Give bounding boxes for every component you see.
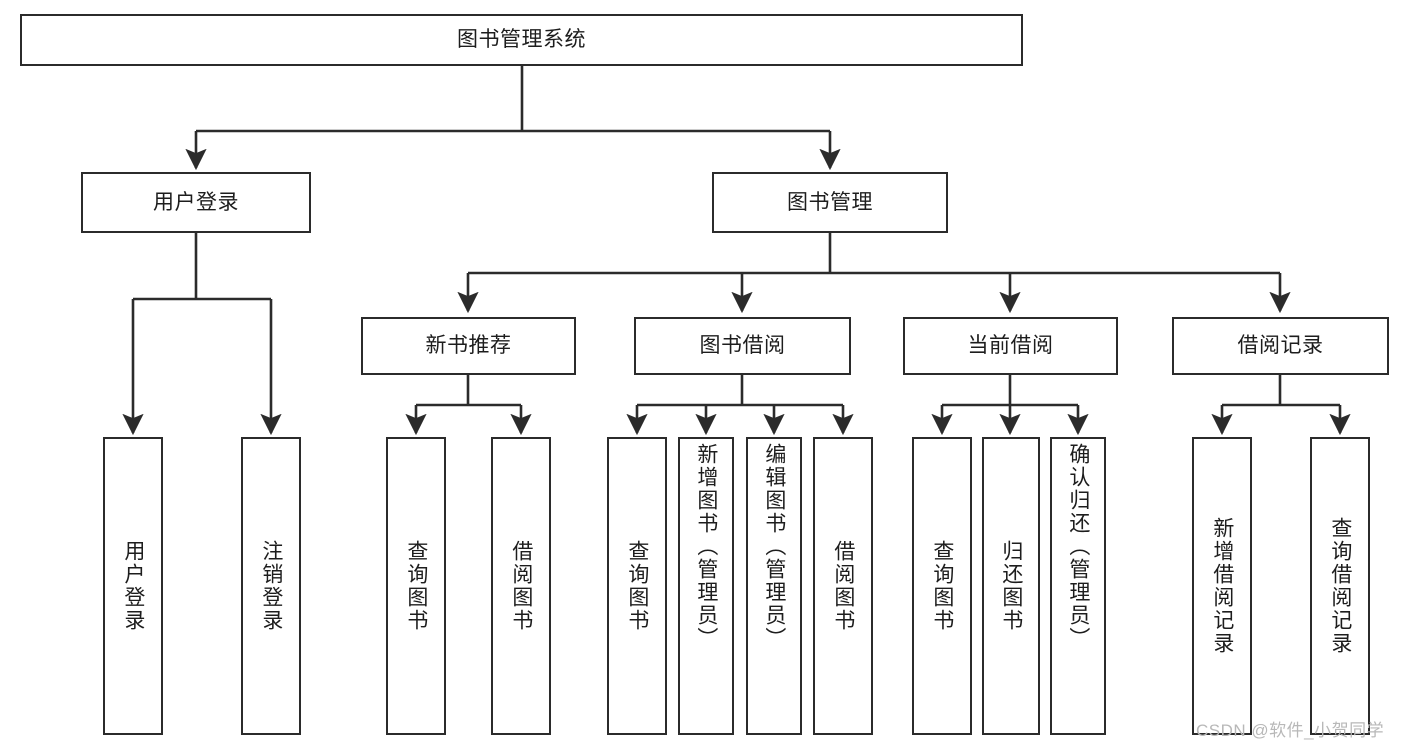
node-user-login[interactable]: 用户登录: [81, 172, 311, 233]
node-label: 借阅图书: [509, 540, 533, 632]
node-label: 当前借阅: [967, 334, 1054, 358]
node-label: 编辑图书（管理员）: [762, 443, 786, 650]
node-root-book-management-system[interactable]: 图书管理系统: [20, 14, 1023, 66]
node-label: 查询借阅记录: [1328, 517, 1352, 655]
leaf-return-book[interactable]: 归还图书: [982, 437, 1040, 735]
node-label: 借阅记录: [1237, 334, 1324, 358]
node-label: 图书管理: [787, 190, 873, 214]
leaf-query-book-borrow[interactable]: 查询图书: [607, 437, 667, 735]
node-label: 确认归还（管理员）: [1066, 443, 1090, 650]
node-label: 归还图书: [999, 540, 1023, 632]
leaf-user-login[interactable]: 用户登录: [103, 437, 163, 735]
node-label: 查询图书: [625, 540, 649, 632]
node-label: 新增借阅记录: [1210, 517, 1234, 655]
node-current-borrow[interactable]: 当前借阅: [903, 317, 1118, 375]
node-new-book-recommend[interactable]: 新书推荐: [361, 317, 576, 375]
leaf-add-borrow-record[interactable]: 新增借阅记录: [1192, 437, 1252, 735]
watermark-text: CSDN @软件_小贺同学: [1196, 721, 1385, 740]
node-label: 查询图书: [930, 540, 954, 632]
leaf-edit-book-admin[interactable]: 编辑图书（管理员）: [746, 437, 802, 735]
leaf-query-book-current[interactable]: 查询图书: [912, 437, 972, 735]
node-label: 查询图书: [404, 540, 428, 632]
node-label: 图书借阅: [699, 334, 786, 358]
leaf-logout-login[interactable]: 注销登录: [241, 437, 301, 735]
node-label: 图书管理系统: [457, 28, 586, 52]
node-label: 新增图书（管理员）: [694, 443, 718, 650]
leaf-borrow-book[interactable]: 借阅图书: [813, 437, 873, 735]
leaf-query-book-recommend[interactable]: 查询图书: [386, 437, 446, 735]
leaf-query-borrow-record[interactable]: 查询借阅记录: [1310, 437, 1370, 735]
node-label: 新书推荐: [425, 334, 512, 358]
leaf-add-book-admin[interactable]: 新增图书（管理员）: [678, 437, 734, 735]
node-book-borrow[interactable]: 图书借阅: [634, 317, 851, 375]
leaf-confirm-return-admin[interactable]: 确认归还（管理员）: [1050, 437, 1106, 735]
node-label: 借阅图书: [831, 540, 855, 632]
leaf-borrow-book-recommend[interactable]: 借阅图书: [491, 437, 551, 735]
node-label: 用户登录: [153, 190, 239, 214]
node-label: 用户登录: [121, 540, 145, 632]
node-book-management[interactable]: 图书管理: [712, 172, 948, 233]
node-borrow-record[interactable]: 借阅记录: [1172, 317, 1389, 375]
node-label: 注销登录: [259, 540, 283, 632]
